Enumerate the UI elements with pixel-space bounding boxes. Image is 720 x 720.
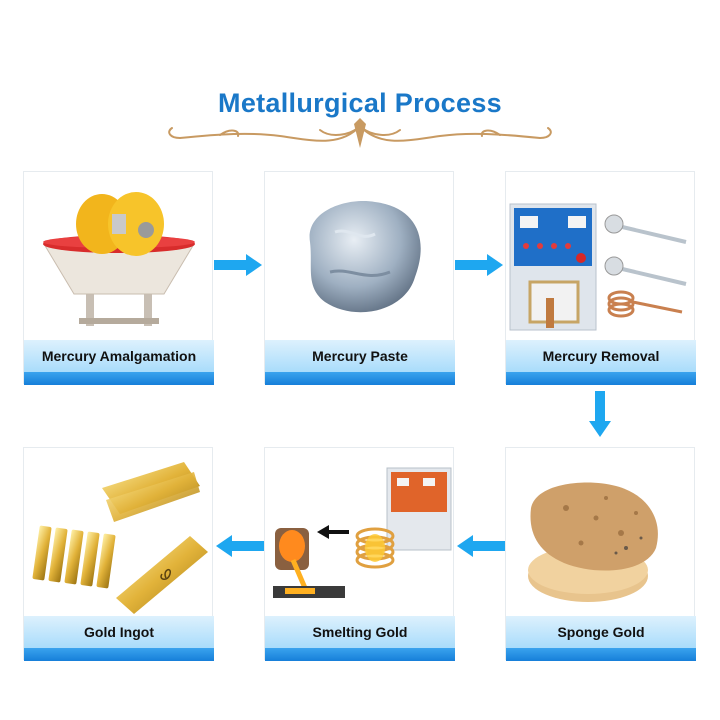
induction-heater-icon — [509, 203, 687, 331]
step-label: Mercury Removal — [506, 340, 696, 372]
mercury-paste-icon — [309, 201, 421, 313]
step-card-sponge-gold: Sponge Gold — [505, 447, 696, 661]
arrow-down-icon — [589, 391, 611, 437]
step-card-smelting-gold: Smelting Gold — [264, 447, 455, 661]
arrow-right-icon — [455, 254, 503, 276]
step-label: Mercury Amalgamation — [24, 340, 214, 372]
step-card-mercury-removal: Mercury Removal — [505, 171, 696, 385]
step-card-mercury-amalgamation: Mercury Amalgamation — [23, 171, 214, 385]
page-title: Metallurgical Process — [218, 88, 502, 118]
smelting-furnace-icon — [273, 467, 452, 598]
wet-pan-mill-icon — [43, 192, 195, 326]
step-label: Mercury Paste — [265, 340, 455, 372]
sponge-gold-icon — [528, 482, 658, 602]
label-strip — [265, 648, 455, 661]
step-label: Smelting Gold — [265, 616, 455, 648]
label-strip — [506, 648, 696, 661]
gold-ingot-icon — [32, 462, 208, 614]
ornament-divider-icon — [168, 118, 552, 148]
step-card-mercury-paste: Mercury Paste — [264, 171, 455, 385]
step-card-gold-ingot: Gold Ingot — [23, 447, 214, 661]
arrow-left-icon — [216, 535, 264, 557]
step-label: Sponge Gold — [506, 616, 696, 648]
arrow-left-icon — [457, 535, 505, 557]
label-strip — [506, 372, 696, 385]
label-strip — [265, 372, 455, 385]
arrow-right-icon — [214, 254, 262, 276]
label-strip — [24, 648, 214, 661]
label-strip — [24, 372, 214, 385]
step-label: Gold Ingot — [24, 616, 214, 648]
